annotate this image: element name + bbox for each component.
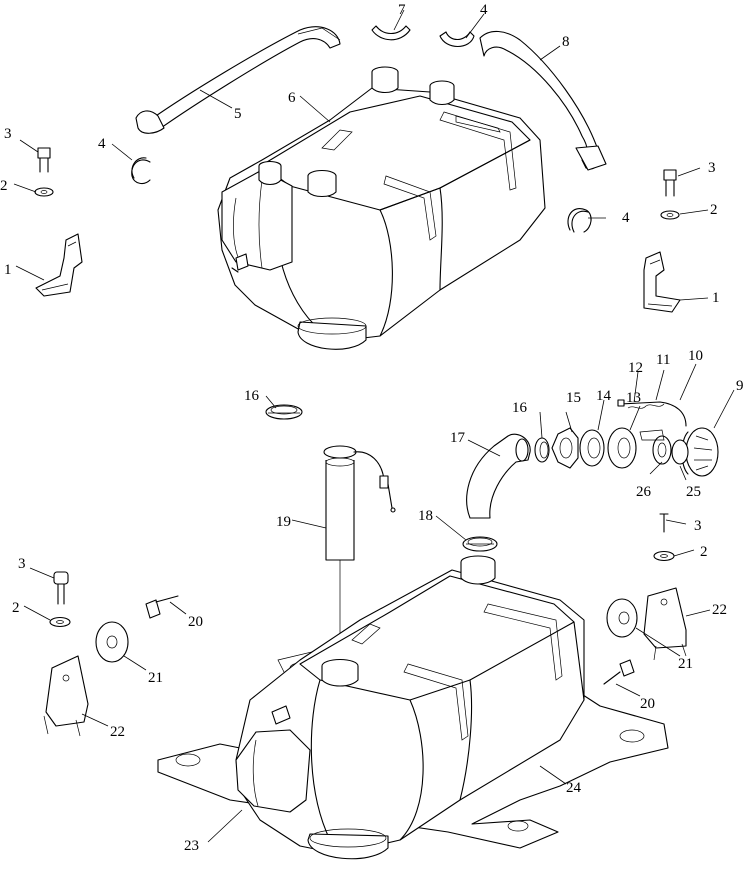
- callout-26: 26: [636, 484, 652, 500]
- callout-2-lower-left: 2: [12, 600, 20, 616]
- washer-2-upper-left: [34, 187, 54, 197]
- grommet-21-right: [606, 598, 638, 638]
- washer-14: [579, 429, 605, 467]
- nut-15: [551, 427, 579, 469]
- lower-fuel-tank-23: [235, 555, 585, 860]
- hose-17: [466, 433, 531, 519]
- callout-3-lower-right: 3: [694, 518, 702, 534]
- clip-4-right: [567, 208, 592, 233]
- seal-13: [607, 427, 637, 469]
- bolt-3-upper-left: [37, 147, 51, 173]
- clamp-16-right: [534, 437, 550, 463]
- bolt-3-upper-right: [663, 169, 677, 197]
- callout-4-right: 4: [622, 210, 630, 226]
- bolt-3-lower-left: [53, 571, 69, 605]
- bracket-1-left: [35, 233, 83, 297]
- strap-5: [135, 26, 341, 134]
- stud-20-left: [145, 595, 179, 619]
- callout-24: 24: [566, 780, 582, 796]
- callout-21-right: 21: [678, 656, 693, 672]
- callout-20-right: 20: [640, 696, 655, 712]
- fuel-sender-19: [323, 445, 396, 640]
- callout-11: 11: [656, 352, 670, 368]
- washer-2-lower-left: [49, 616, 71, 628]
- callout-16-right: 16: [512, 400, 528, 416]
- strap-8: [479, 30, 607, 171]
- callout-13: 13: [626, 390, 641, 406]
- callout-22-left: 22: [110, 724, 125, 740]
- callout-7: 7: [398, 2, 406, 18]
- callout-25: 25: [686, 484, 701, 500]
- callout-10: 10: [688, 348, 703, 364]
- callout-3-lower-left: 3: [18, 556, 26, 572]
- clip-7: [371, 25, 411, 41]
- callout-labels: 3 2 1 4 5 6 7 4 8 3 2 4 1 16 16 15 14 13…: [0, 2, 744, 854]
- grommet-21-left: [95, 621, 129, 663]
- callout-23: 23: [184, 838, 199, 854]
- callout-19: 19: [276, 514, 291, 530]
- callout-17: 17: [450, 430, 466, 446]
- bracket-1-right: [643, 251, 681, 313]
- bracket-22-right: [643, 587, 687, 661]
- filler-neck-25-26: [639, 429, 689, 465]
- callout-14: 14: [596, 388, 612, 404]
- callout-16-left: 16: [244, 388, 260, 404]
- callout-1-left: 1: [4, 262, 12, 278]
- callout-8: 8: [562, 34, 570, 50]
- callout-5: 5: [234, 106, 242, 122]
- callout-1-right: 1: [712, 290, 720, 306]
- callout-3-upper-left: 3: [4, 126, 12, 142]
- callout-2-lower-right: 2: [700, 544, 708, 560]
- leader-lines: [13, 9, 735, 843]
- callout-2-upper-right: 2: [710, 202, 718, 218]
- clamp-16-left: [265, 404, 303, 420]
- tether-10-11: [617, 399, 687, 427]
- callout-15: 15: [566, 390, 581, 406]
- washer-2-upper-right: [660, 210, 680, 220]
- callout-4-top: 4: [480, 2, 488, 18]
- callout-21-left: 21: [148, 670, 163, 686]
- washer-2-lower-right: [653, 550, 675, 562]
- callout-18: 18: [418, 508, 433, 524]
- callout-22-right: 22: [712, 602, 727, 618]
- callout-4-left: 4: [98, 136, 106, 152]
- clip-4-left: [131, 157, 151, 185]
- upper-fuel-tank: [217, 66, 546, 350]
- clamp-18: [462, 536, 498, 552]
- callout-9: 9: [736, 378, 744, 394]
- callout-6: 6: [288, 90, 296, 106]
- callout-3-upper-right: 3: [708, 160, 716, 176]
- callout-2-upper-left: 2: [0, 178, 8, 194]
- callout-20-left: 20: [188, 614, 203, 630]
- callout-12: 12: [628, 360, 643, 376]
- stud-20-right: [603, 659, 635, 685]
- bracket-22-left: [43, 655, 89, 737]
- screw-3-lower-right: [659, 513, 669, 533]
